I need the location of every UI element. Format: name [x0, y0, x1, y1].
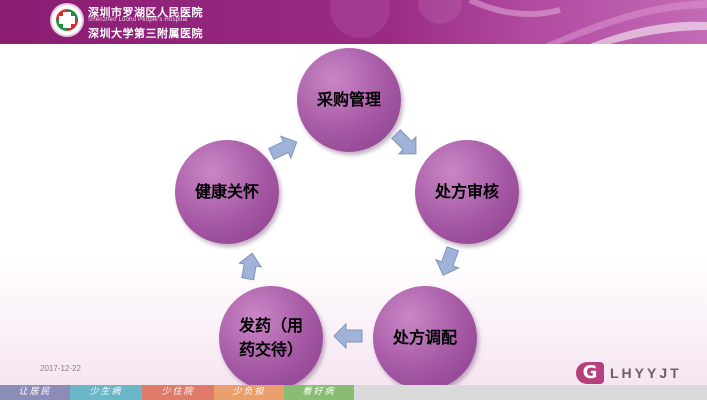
hospital-name-cn: 深圳市罗湖区人民医院 — [88, 6, 203, 19]
slide-date: 2017-12-22 — [40, 364, 81, 373]
cycle-step-dispensing-preparation: 处方调配 — [373, 286, 477, 390]
brand-logo: G LHYYJT — [576, 360, 682, 386]
cycle-step-procurement: 采购管理 — [297, 48, 401, 152]
arrow-icon — [435, 246, 460, 276]
cycle-step-label-line1: 发药（用 — [238, 316, 303, 335]
brand-text: LHYYJT — [610, 365, 682, 381]
cycle-step-label: 发药（用 药交待） — [239, 314, 303, 362]
hospital-logo — [52, 5, 82, 35]
arrow-icon — [268, 135, 298, 161]
cycle-step-label-line2: 药交待） — [238, 340, 303, 359]
cycle-step-medication-handover: 发药（用 药交待） — [219, 286, 323, 390]
slogan-segment: 少负担 — [214, 385, 284, 400]
hospital-name-en: Shenzhen Luohu People’s Hospital — [88, 17, 188, 23]
slogan-segment: 少住院 — [142, 385, 214, 400]
slogan-segment: 让居民 — [0, 385, 70, 400]
cycle-step-label: 处方调配 — [392, 328, 457, 347]
arrow-icon — [391, 129, 417, 155]
university-affiliation: 深圳大学第三附属医院 — [88, 27, 203, 40]
arrow-icon — [333, 322, 363, 350]
header-banner: 深圳市罗湖区人民医院 Shenzhen Luohu People’s Hospi… — [0, 0, 707, 44]
cycle-step-health-care: 健康关怀 — [175, 140, 279, 244]
cycle-step-label: 健康关怀 — [194, 182, 259, 201]
cycle-step-prescription-review: 处方审核 — [415, 140, 519, 244]
slogan-bar: 让居民 少生病 少住院 少负担 看好病 — [0, 385, 707, 400]
banner-decoration — [330, 0, 707, 44]
brand-letter: G — [576, 362, 604, 384]
cycle-step-label: 采购管理 — [316, 90, 381, 109]
arrow-icon — [238, 252, 263, 281]
cycle-step-label: 处方审核 — [434, 182, 499, 201]
slogan-segment: 少生病 — [70, 385, 142, 400]
slogan-segment: 看好病 — [284, 385, 354, 400]
